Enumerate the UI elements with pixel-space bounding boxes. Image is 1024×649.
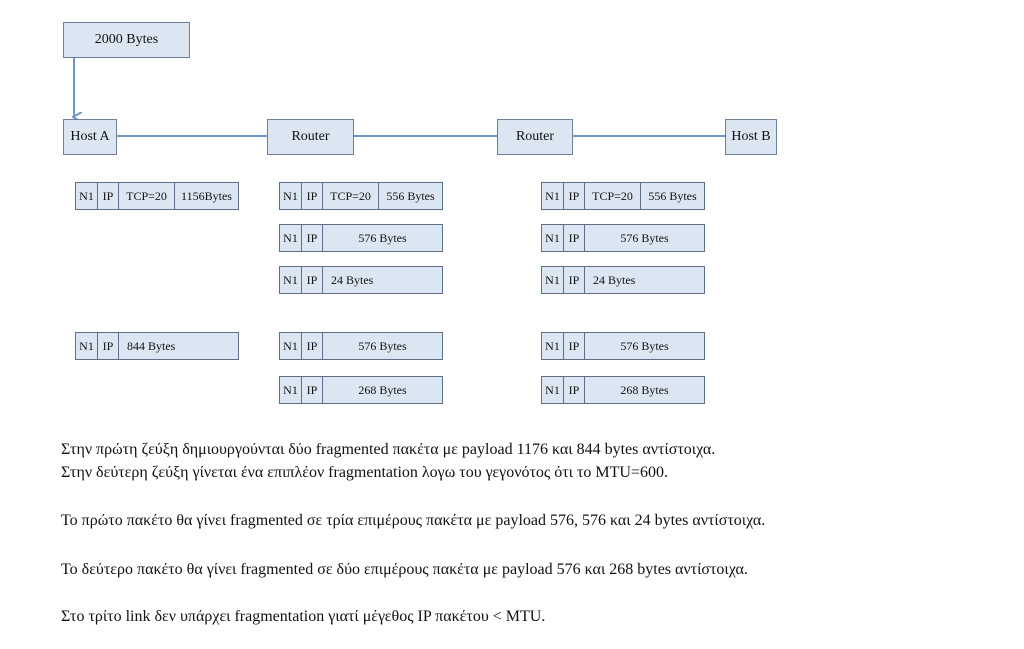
frag-payload: 268 Bytes [358,382,407,397]
fragment-link1-packet1: N1 IP TCP=20 1156Bytes [75,182,239,210]
frag-ip-header: IP [564,377,585,403]
frag-n1-header: N1 [76,183,98,209]
frag-payload: 576 Bytes [358,230,407,245]
explanation-line-5: Στο τρίτο link δεν υπάρχει fragmentation… [61,608,546,625]
frag-ip-header: IP [302,183,323,209]
frag-ip-header: IP [302,333,323,359]
frag-ip-header: IP [302,267,323,293]
frag-ip-header: IP [98,333,119,359]
explanation-line-3: Το πρώτο πακέτο θα γίνει fragmented σε τ… [61,512,766,529]
fragment-link2-packet4: N1 IP 576 Bytes [279,332,443,360]
explanation-line-4: Το δεύτερο πακέτο θα γίνει fragmented σε… [61,561,748,578]
frag-payload: 24 Bytes [593,272,636,287]
fragment-link1-packet2: N1 IP 844 Bytes [75,332,239,360]
frag-tcp-header: TCP=20 [119,183,175,209]
frag-tcp-header: TCP=20 [323,183,379,209]
fragment-link3-packet4: N1 IP 576 Bytes [541,332,705,360]
frag-n1-header: N1 [280,225,302,251]
source-data-box: 2000 Bytes [63,22,190,58]
frag-payload: 556 Bytes [386,188,435,203]
explanation-line-1: Στην πρώτη ζεύξη δημιουργούνται δύο frag… [61,441,716,458]
frag-n1-header: N1 [280,333,302,359]
frag-payload: 1156Bytes [181,188,232,203]
frag-n1-header: N1 [542,267,564,293]
frag-ip-header: IP [564,225,585,251]
router-1-box: Router [267,119,354,155]
frag-n1-header: N1 [542,225,564,251]
router-1-label: Router [291,129,330,144]
frag-payload: 576 Bytes [358,338,407,353]
frag-ip-header: IP [98,183,119,209]
fragment-link3-packet3: N1 IP 24 Bytes [541,266,705,294]
host-b-box: Host B [725,119,777,155]
host-a-box: Host A [63,119,117,155]
frag-tcp-header: TCP=20 [585,183,641,209]
fragment-link2-packet1: N1 IP TCP=20 556 Bytes [279,182,443,210]
frag-payload: 576 Bytes [620,230,669,245]
fragment-link3-packet5: N1 IP 268 Bytes [541,376,705,404]
frag-n1-header: N1 [76,333,98,359]
host-a-label: Host A [70,129,110,144]
explanation-line-2: Στην δεύτερη ζεύξη γίνεται ένα επιπλέον … [61,464,668,481]
frag-n1-header: N1 [280,377,302,403]
frag-payload: 844 Bytes [127,338,176,353]
frag-n1-header: N1 [542,377,564,403]
frag-payload: 556 Bytes [648,188,697,203]
frag-n1-header: N1 [280,183,302,209]
fragment-link3-packet2: N1 IP 576 Bytes [541,224,705,252]
frag-ip-header: IP [302,225,323,251]
router-2-box: Router [497,119,573,155]
frag-n1-header: N1 [280,267,302,293]
fragment-link2-packet2: N1 IP 576 Bytes [279,224,443,252]
frag-n1-header: N1 [542,183,564,209]
frag-n1-header: N1 [542,333,564,359]
frag-ip-header: IP [564,333,585,359]
frag-ip-header: IP [564,183,585,209]
host-b-label: Host B [731,129,771,144]
frag-ip-header: IP [564,267,585,293]
source-data-label: 2000 Bytes [94,32,159,47]
frag-ip-header: IP [302,377,323,403]
fragment-link2-packet3: N1 IP 24 Bytes [279,266,443,294]
router-2-label: Router [515,129,555,144]
frag-payload: 24 Bytes [331,272,374,287]
frag-payload: 268 Bytes [620,382,669,397]
fragment-link2-packet5: N1 IP 268 Bytes [279,376,443,404]
frag-payload: 576 Bytes [620,338,669,353]
fragment-link3-packet1: N1 IP TCP=20 556 Bytes [541,182,705,210]
